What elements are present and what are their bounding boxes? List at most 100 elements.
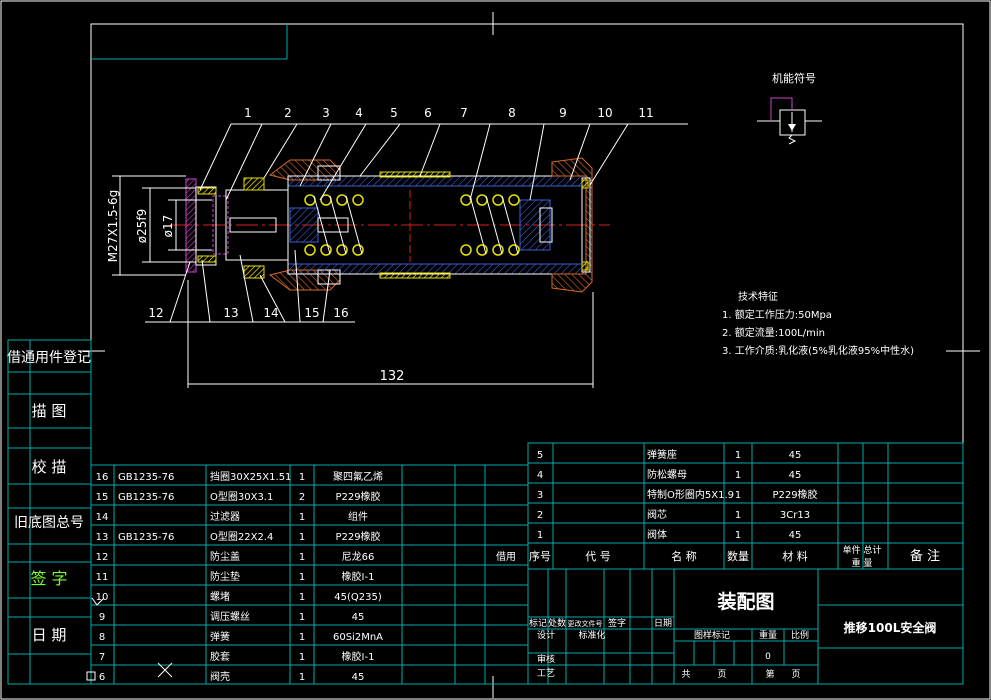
tb-label-no: 第: [765, 668, 774, 680]
tb-label-date: 日期: [654, 618, 672, 629]
valve-assembly: [170, 157, 610, 293]
bom-left-row-name: 弹簧: [210, 630, 230, 643]
callout-11: 11: [638, 106, 653, 120]
bom-left-row-name: O型圈30X3.1: [210, 490, 273, 503]
bom-left-row-no: 16: [96, 472, 109, 483]
bom-right-row-qty: 1: [735, 470, 741, 481]
bom-left-row-material: 聚四氟乙烯: [333, 470, 383, 483]
bom-right-row-name: 阀体: [647, 528, 667, 541]
bom-left-row-no: 15: [96, 492, 109, 503]
callout-6: 6: [424, 106, 432, 120]
callout-8: 8: [508, 106, 516, 120]
callout-5: 5: [390, 106, 398, 120]
bom-left-row-qty: 1: [299, 532, 305, 543]
bom-left-row-material: 组件: [348, 510, 368, 523]
side-strip: [7, 339, 92, 685]
misc-marks: [86, 597, 173, 681]
callout-12: 12: [148, 306, 163, 320]
bom-header-code: 代 号: [585, 550, 611, 563]
bom-left-row-name: 过滤器: [210, 510, 240, 523]
bom-left-row-name: O型圈22X2.4: [210, 530, 273, 543]
bom-left-grid: [90, 464, 529, 685]
tb-label-sheet: 页: [717, 669, 726, 680]
bom-header-unit-total: 单件 总计: [843, 544, 882, 556]
side-label-base-no: 旧底图总号: [14, 515, 84, 531]
tech-spec-line-1: 1. 额定工作压力:50Mpa: [722, 308, 832, 321]
bom-left-row-material: 45: [352, 672, 365, 683]
bom-right-row-material: 45: [789, 470, 802, 481]
bom-left-row-no: 6: [99, 672, 105, 683]
bom-left-row-no: 14: [96, 512, 109, 523]
bom-left-row-qty: 1: [299, 472, 305, 483]
bom-left-row-material: 橡胶I-1: [342, 570, 375, 583]
product-name: 推移100L安全阀: [844, 620, 937, 635]
callout-1: 1: [244, 106, 252, 120]
bom-left-row-material: 45: [352, 612, 365, 623]
bom-right-row-material: P229橡胶: [772, 488, 817, 501]
bom-right-row-name: 特制O形圈内5X1.9: [647, 488, 734, 501]
bom-right-row-qty: 1: [735, 490, 741, 501]
bom-right-row-material: 45: [789, 530, 802, 541]
tech-specs-title: 技术特征: [738, 290, 778, 303]
bom-right-row-no: 2: [537, 510, 543, 521]
tb-label-total: 共: [681, 669, 690, 680]
tb-label-place: 处数: [548, 617, 566, 629]
bom-right-row-material: 45: [789, 450, 802, 461]
bom-left-row-qty: 1: [299, 672, 305, 683]
bom-left-row-code: GB1235-76: [118, 472, 174, 483]
bom-left-row-name: 螺堵: [210, 590, 230, 603]
bom-right-row-qty: 1: [735, 510, 741, 521]
dim-inner-dia: ø17: [161, 215, 175, 238]
bom-right-row-name: 阀芯: [647, 508, 667, 521]
tb-label-process: 工艺: [537, 668, 555, 679]
bom-header-qty: 数量: [727, 550, 749, 563]
tb-weight-value: 0: [765, 652, 771, 662]
bom-left-row-material: 45(Q235): [334, 592, 382, 603]
side-label-check: 校 描: [32, 458, 67, 476]
side-label-trace: 描 图: [32, 402, 67, 420]
bom-header-no: 序号: [529, 549, 551, 563]
bom-right-row-qty: 1: [735, 530, 741, 541]
tb-label-scale: 比例: [791, 629, 809, 641]
bom-right-row-no: 4: [537, 470, 543, 481]
function-symbol-label: 机能符号: [772, 71, 816, 85]
dim-outer-dia: ø25f9: [135, 209, 149, 243]
tb-label-sign: 签字: [608, 617, 626, 629]
tb-label-design: 设计: [537, 629, 555, 641]
bom-left-row-no: 9: [99, 612, 105, 623]
callout-4: 4: [355, 106, 363, 120]
bom-left-row-no: 13: [96, 532, 109, 543]
bom-left-row-note: 借用: [496, 551, 516, 563]
callout-16: 16: [333, 306, 348, 320]
bom-left-row-qty: 1: [299, 552, 305, 563]
bom-right-row-no: 3: [537, 490, 543, 501]
bom-right-row-qty: 1: [735, 450, 741, 461]
bom-left-row-no: 8: [99, 632, 105, 643]
tb-label-mark: 标记: [529, 617, 547, 629]
bom-left-row-name: 防尘盖: [210, 550, 240, 563]
bom-left-row-no: 11: [96, 572, 109, 583]
bom-left-row-material: 尼龙66: [342, 550, 375, 563]
drawing-title: 装配图: [716, 590, 774, 613]
callout-13: 13: [223, 306, 238, 320]
bom-right-row-name: 防松螺母: [647, 468, 687, 481]
bom-left-row-no: 10: [96, 592, 109, 603]
callout-2: 2: [284, 106, 292, 120]
bom-right-grid: [527, 442, 964, 570]
tb-label-std: 标准化: [578, 629, 605, 641]
corner-block: [91, 24, 288, 60]
bom-header-material: 材 料: [782, 549, 808, 563]
bom-left-row-code: GB1235-76: [118, 492, 174, 503]
tb-label-weight: 重量: [759, 629, 777, 641]
function-symbol: 机能符号: [757, 71, 822, 145]
title-block: 装配图 推移100L安全阀 标记 处数 更改文件号 签字 日期 设计 标准化 审…: [529, 590, 936, 680]
callout-3: 3: [322, 106, 330, 120]
bom-left-row-no: 7: [99, 652, 105, 663]
bom-right-row-name: 弹簧座: [647, 448, 677, 461]
bom-left-row-qty: 1: [299, 592, 305, 603]
bom-right-row-no: 5: [537, 450, 543, 461]
bom-header-name: 名 称: [671, 549, 697, 563]
